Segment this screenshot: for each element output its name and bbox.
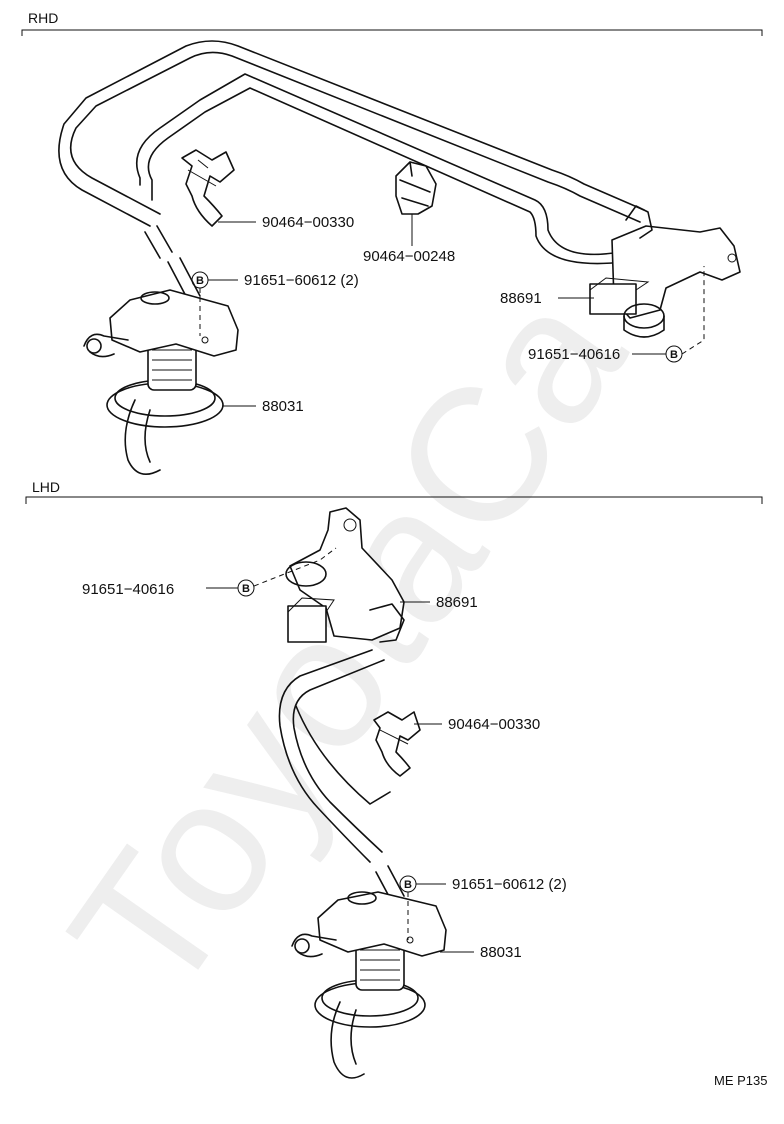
section-title-lhd: LHD (32, 479, 60, 495)
vacuum-actuator-rhd (83, 289, 239, 476)
marker-b: B (196, 275, 204, 287)
label-88691: 88691 (500, 290, 542, 307)
section-bracket-lhd (25, 496, 763, 504)
hose-clamp-lhd (373, 711, 421, 777)
section-lhd: LHD (25, 479, 763, 1079)
label-91651-60612: 91651−60612 (2) (244, 272, 359, 289)
vacuum-actuator-lhd (291, 891, 447, 1079)
label-88691: 88691 (436, 594, 478, 611)
vacuum-hose-rhd (58, 40, 645, 301)
callouts-rhd: 90464−00330 90464−00248 B 91651−60612 (2… (191, 214, 705, 415)
marker-b: B (670, 349, 678, 361)
vacuum-hose-lhd (278, 649, 405, 903)
label-90464-00248: 90464−00248 (363, 248, 455, 265)
section-bracket-rhd (21, 29, 763, 36)
label-88031: 88031 (262, 398, 304, 415)
marker-b: B (242, 583, 250, 595)
vsv-rhd (589, 205, 741, 338)
label-91651-40616: 91651−40616 (82, 581, 174, 598)
section-rhd: RHD (21, 10, 763, 476)
section-title-rhd: RHD (28, 10, 58, 26)
figure-reference: ME P135 (714, 1073, 767, 1088)
vsv-lhd (285, 507, 405, 643)
label-90464-00330: 90464−00330 (262, 214, 354, 231)
label-90464-00330: 90464−00330 (448, 716, 540, 733)
hose-clamp-rhd-2 (395, 161, 437, 215)
marker-b: B (404, 879, 412, 891)
callouts-lhd: B 91651−40616 88691 90464−00330 B 91651−… (82, 547, 567, 961)
label-91651-40616: 91651−40616 (528, 346, 620, 363)
label-88031: 88031 (480, 944, 522, 961)
hose-clamp-rhd-1 (181, 149, 235, 227)
label-91651-60612: 91651−60612 (2) (452, 876, 567, 893)
